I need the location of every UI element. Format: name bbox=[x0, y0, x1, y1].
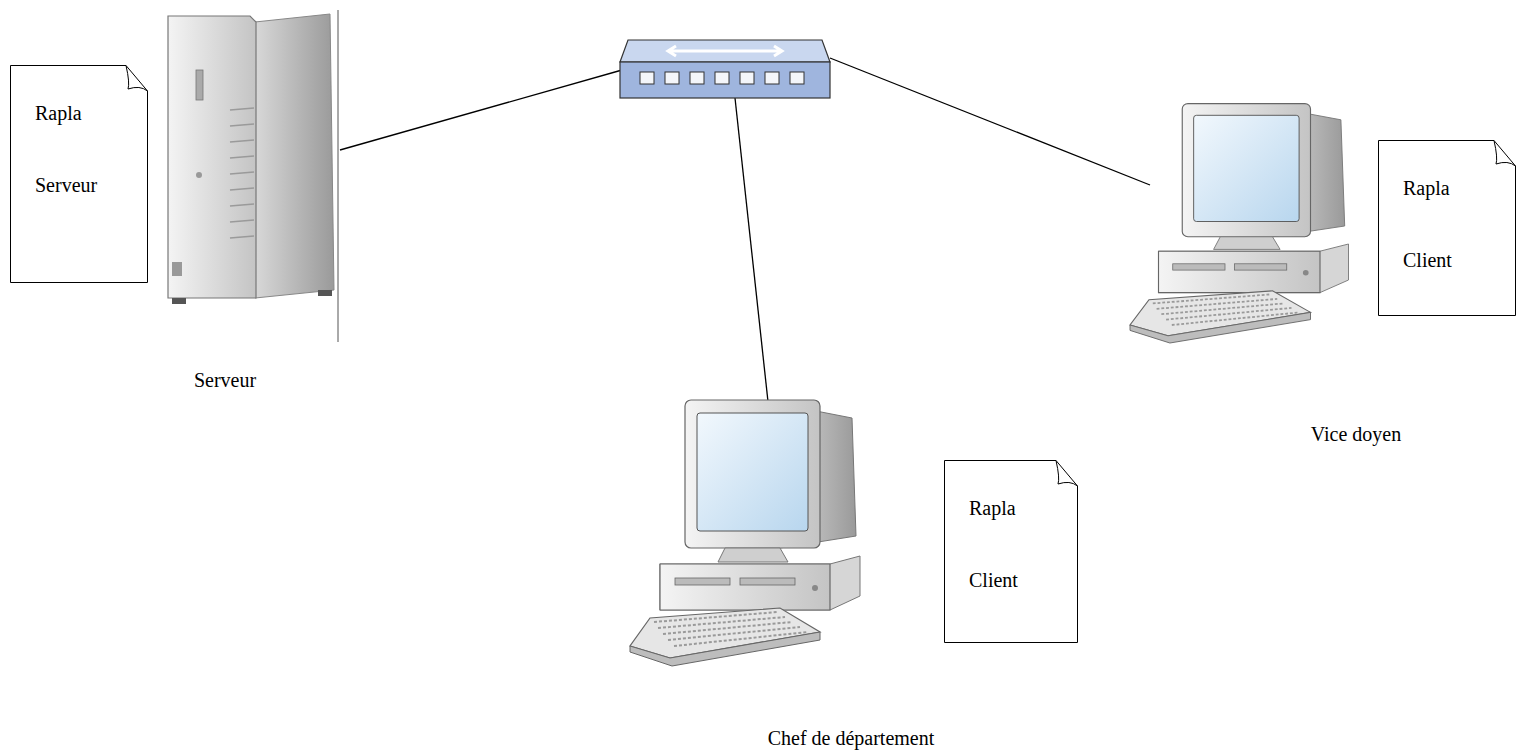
note-text: Rapla Serveur bbox=[10, 65, 120, 231]
device-label: Serveur bbox=[194, 369, 256, 392]
note-outline bbox=[944, 460, 1078, 643]
device-label: Chef de département bbox=[768, 727, 935, 750]
note-outline bbox=[1378, 140, 1516, 316]
vice-doyen-pc bbox=[1130, 104, 1349, 343]
note-box: Rapla Client bbox=[944, 460, 1078, 643]
chef-pc bbox=[630, 400, 860, 666]
note-text: Rapla Client bbox=[1378, 140, 1488, 306]
note-text: Rapla Client bbox=[944, 460, 1054, 626]
note-box: Rapla Client bbox=[1378, 140, 1516, 316]
server-tower bbox=[168, 10, 338, 342]
network-switch bbox=[620, 40, 830, 98]
device-label: Vice doyen bbox=[1311, 423, 1401, 446]
note-box: Rapla Serveur bbox=[10, 65, 148, 283]
